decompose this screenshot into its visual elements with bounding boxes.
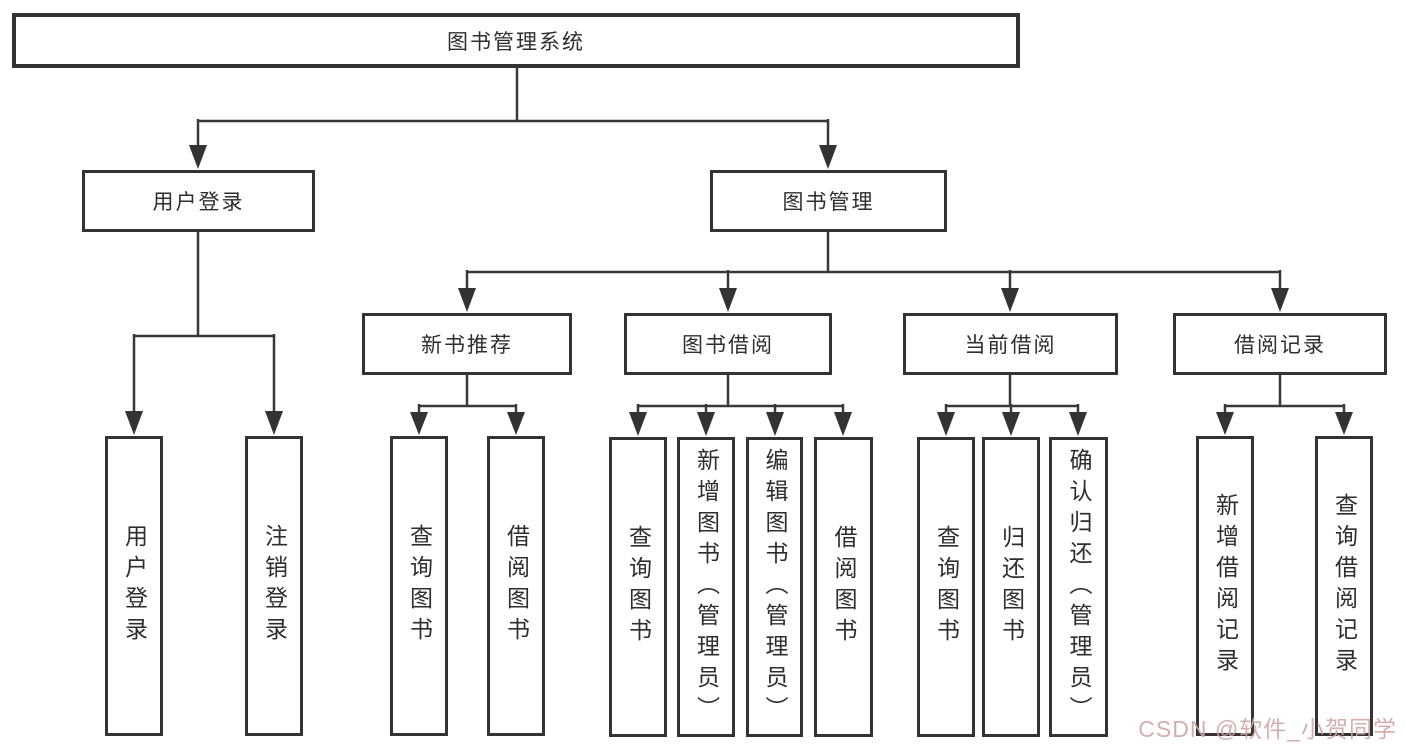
leaf-borrow-books: 借阅图书 [814,437,873,737]
connector-root-split [189,68,837,169]
leaf-return-book-label: 归还图书 [998,525,1025,649]
leaf-borrow-books-newbook-label: 借阅图书 [503,524,530,648]
leaf-query-borrow-record: 查询借阅记录 [1315,436,1373,736]
node-current-borrow-group: 当前借阅 [903,313,1118,375]
connector-book-borrow-split [629,375,852,436]
leaf-borrow-books-label: 借阅图书 [831,525,857,649]
node-current-borrow-label: 当前借阅 [964,334,1057,357]
leaf-borrow-books-newbook: 借阅图书 [487,436,545,736]
leaf-edit-book-admin: 编辑图书（管理员） [746,437,803,737]
leaf-confirm-return-admin: 确认归还（管理员） [1049,437,1108,737]
node-book-mgmt-branch: 图书管理 [710,170,947,232]
leaf-query-borrow-record-label: 查询借阅记录 [1331,493,1358,679]
leaf-edit-book-admin-label: 编辑图书（管理员） [762,447,788,727]
node-new-book-group: 新书推荐 [362,313,572,375]
leaf-user-login: 用户登录 [105,436,163,736]
node-book-borrow-label: 图书借阅 [682,334,774,357]
leaf-add-borrow-record: 新增借阅记录 [1196,436,1254,736]
leaf-query-books-borrow-label: 查询图书 [625,525,652,649]
leaf-query-books-current: 查询图书 [917,437,975,737]
leaf-user-login-label: 用户登录 [121,524,148,648]
leaf-query-books-newbook-label: 查询图书 [406,524,433,648]
leaf-logout-login: 注销登录 [245,436,303,736]
connector-user-login-split [125,232,283,435]
leaf-add-borrow-record-label: 新增借阅记录 [1212,493,1239,679]
connector-current-borrow-split [937,375,1087,436]
connector-borrow-record-split [1216,375,1353,435]
node-borrow-record-label: 借阅记录 [1234,334,1326,357]
leaf-confirm-return-admin-label: 确认归还（管理员） [1066,447,1092,727]
leaf-return-book: 归还图书 [982,437,1040,737]
leaf-query-books-newbook: 查询图书 [390,436,448,736]
node-borrow-record-group: 借阅记录 [1173,313,1387,375]
leaf-query-books-borrow: 查询图书 [609,437,667,737]
node-root-label: 图书管理系统 [447,30,585,54]
node-book-mgmt-label: 图书管理 [782,191,875,214]
csdn-watermark: CSDN @软件_小贺同学 [1138,716,1397,742]
connector-new-book-split [410,375,525,435]
node-new-book-label: 新书推荐 [421,334,513,357]
leaf-add-book-admin: 新增图书（管理员） [677,437,735,737]
node-user-login-branch: 用户登录 [82,170,315,232]
connector-book-mgmt-split [458,232,1289,312]
leaf-add-book-admin-label: 新增图书（管理员） [693,447,720,727]
node-book-borrow-group: 图书借阅 [624,313,832,375]
node-root-system: 图书管理系统 [12,13,1020,68]
leaf-query-books-current-label: 查询图书 [933,525,960,649]
node-user-login-label: 用户登录 [152,191,245,214]
leaf-logout-login-label: 注销登录 [261,524,288,648]
